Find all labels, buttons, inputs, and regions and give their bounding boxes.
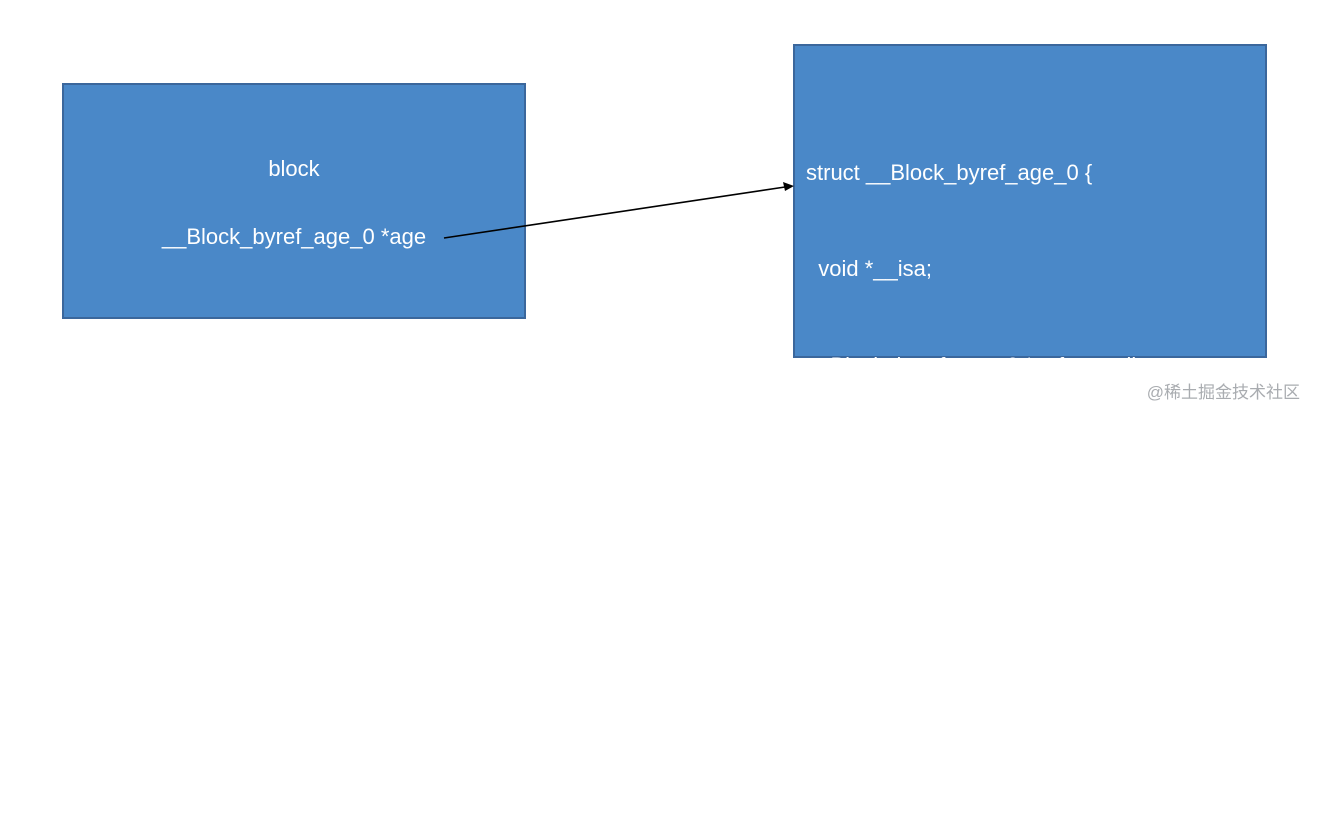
arrow-head-icon	[783, 182, 794, 191]
code-line: int __size;	[806, 547, 912, 573]
arrow-line	[443, 186, 786, 239]
code-line: struct __Block_byref_age_0 {	[806, 159, 1093, 185]
watermark: @稀土掘金技术社区	[1146, 383, 1300, 402]
block-field-age: __Block_byref_age_0 *age	[161, 224, 427, 249]
pointer-arrow	[443, 182, 794, 239]
code-line: }	[806, 740, 814, 766]
code-line: __Block_byref_age_0 *__forwarding;	[806, 353, 1167, 379]
block-box: block __Block_byref_age_0 *age	[62, 83, 526, 319]
code-line: int __flags;	[806, 450, 919, 476]
code-line: void *__isa;	[806, 256, 932, 282]
code-line: int age;	[806, 644, 885, 670]
block-title: block	[268, 156, 320, 181]
